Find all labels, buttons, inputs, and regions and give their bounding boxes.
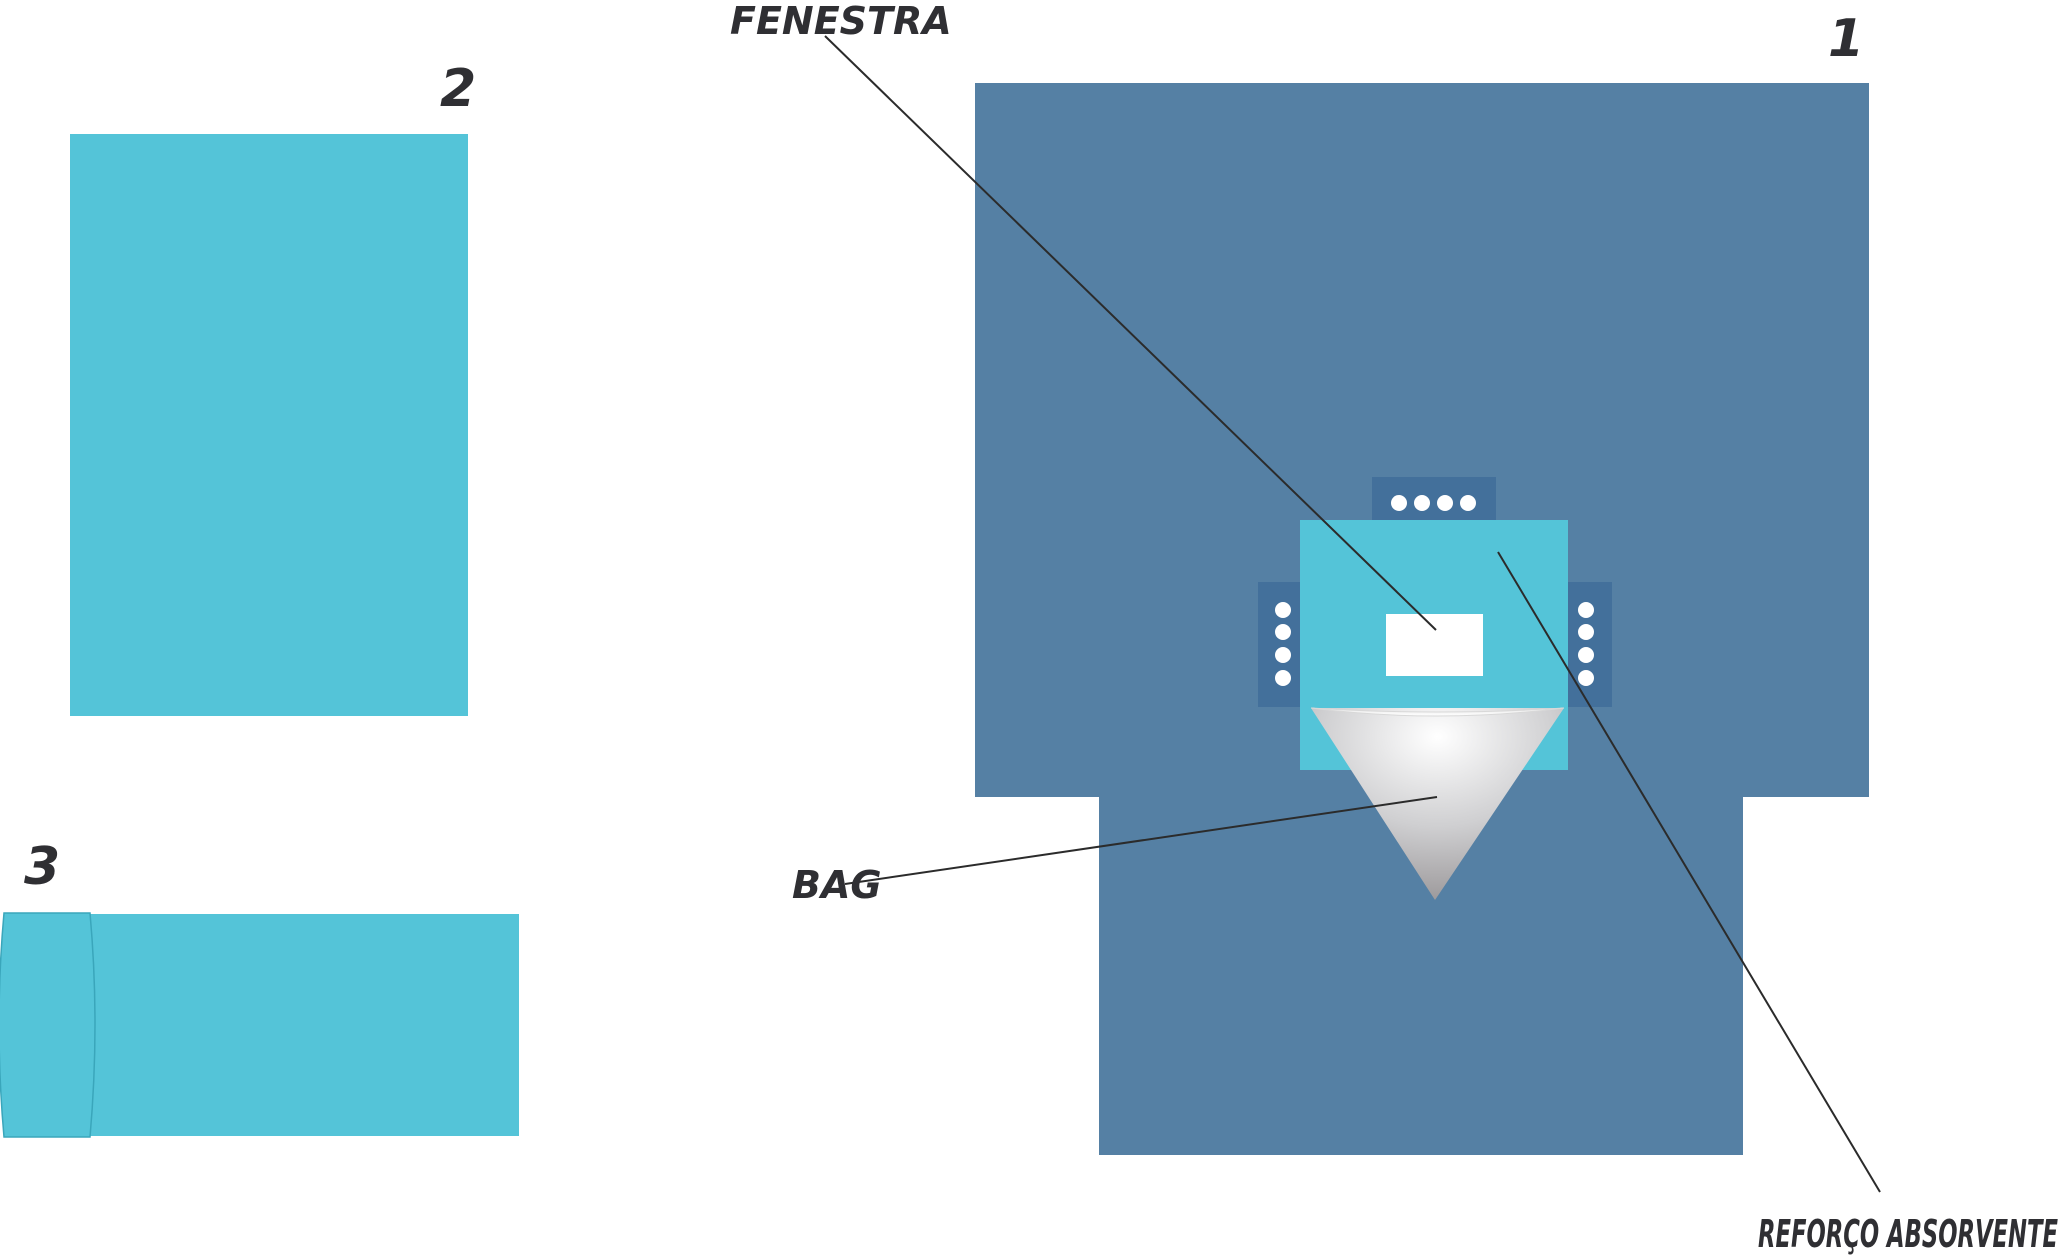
left-tab xyxy=(1258,582,1304,707)
fenestra-leader-line xyxy=(824,35,1437,631)
right-tab xyxy=(1566,582,1612,707)
item-2-sheet xyxy=(70,134,468,716)
top-tab xyxy=(1372,477,1496,523)
fenestra-window xyxy=(1386,614,1483,676)
reforco-leader-line xyxy=(1497,551,1881,1193)
item-3-number: 3 xyxy=(24,837,60,897)
bag-pouch xyxy=(1311,708,1564,900)
bag-leader-line xyxy=(844,796,1438,885)
item-3-roll xyxy=(0,912,519,1138)
reforco-absorvente-label: REFORÇO ABSORVENTE xyxy=(1758,1212,2058,1256)
item-1-number: 1 xyxy=(1828,9,1864,69)
bag-top-edge xyxy=(1310,707,1565,717)
bag-label: BAG xyxy=(792,863,882,907)
fenestra-label: FENESTRA xyxy=(730,0,952,43)
item-2-number: 2 xyxy=(440,59,476,119)
